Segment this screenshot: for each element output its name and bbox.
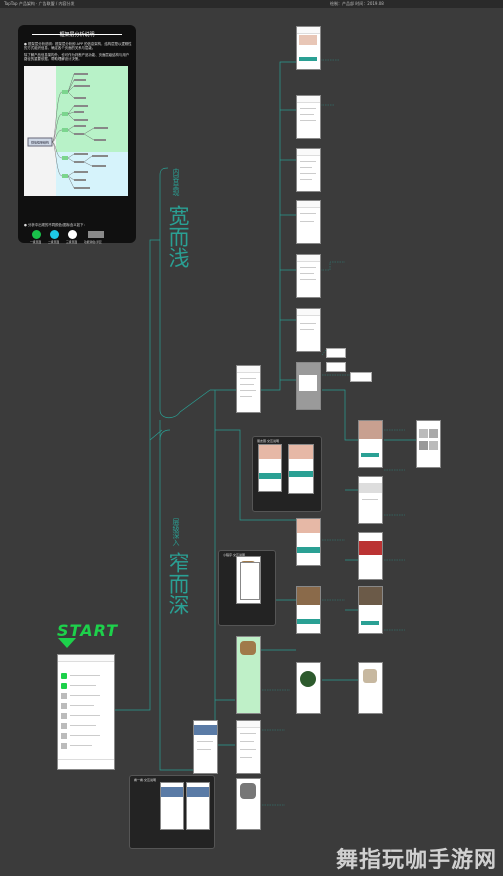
screen-thumbnail <box>236 636 261 714</box>
screen-thumbnail <box>358 662 383 714</box>
legend-label-level1: 一级页面 <box>30 240 42 244</box>
screen-thumbnail <box>288 444 314 494</box>
screen-thumbnail <box>296 95 321 139</box>
screen-thumbnail <box>193 720 218 774</box>
top-bar-right-text: 绘制：产品部 时间：2019.08 <box>330 1 384 6</box>
screen-thumbnail <box>358 532 383 580</box>
mindmap-root: 微信框架结构 <box>31 140 49 145</box>
legend-intro: ● 框架层分析说明：框架层分析即 APP 的信息架构，结构层是以逻辑性的方式组织… <box>24 42 132 51</box>
legend-body: 除了解产品信息架构外，也可作为判断产品功能、页面层级结构与用户路径的重要依据，帮… <box>24 53 130 62</box>
legend-dot-level2 <box>50 230 59 239</box>
screen-thumbnail <box>296 586 321 634</box>
legend-card-title: 框架层分析说明 <box>59 32 95 38</box>
legend-box-popup <box>88 231 104 238</box>
screen-thumbnail <box>358 586 383 634</box>
screen-thumbnail <box>296 362 321 410</box>
chat-list-screen <box>57 654 115 770</box>
screen-thumbnail <box>296 662 321 714</box>
start-label: START <box>57 621 119 640</box>
screen-thumbnail <box>236 720 261 774</box>
screen-thumbnail <box>236 365 261 413</box>
start-arrow <box>58 638 76 648</box>
screen-thumbnail <box>296 254 321 298</box>
title-underline <box>32 34 122 35</box>
top-bar: TapTap 产品架构 · 广告联盟 / 内容分发 绘制：产品部 时间：2019… <box>0 0 503 8</box>
legend-dot-level3 <box>68 230 77 239</box>
panel-topstories-title: 看一看·交互说明 <box>134 778 156 782</box>
watermark-text: 舞指玩咖手游网 <box>336 848 498 873</box>
watermark-background <box>324 836 503 876</box>
legend-dot-level1 <box>32 230 41 239</box>
panel-miniprogram-title: 小程序·交互说明 <box>223 553 245 557</box>
mindmap-image: 微信框架结构 <box>24 66 128 196</box>
screen-thumbnail <box>296 148 321 192</box>
screen-thumbnail <box>296 518 321 566</box>
screen-thumbnail <box>240 562 260 600</box>
screen-thumbnail <box>296 26 321 70</box>
legend-label-popup: 功能弹窗/浮层 <box>84 240 102 244</box>
narrow-deep-label: 窄而深 <box>166 552 190 615</box>
wide-shallow-label: 宽而浅 <box>166 205 190 268</box>
legend-heading: ● 分析中出现的不同颜色/图标含义如下： <box>24 223 87 227</box>
screen-thumbnail <box>160 782 184 830</box>
top-bar-left-text: TapTap 产品架构 · 广告联盟 / 内容分发 <box>4 1 75 6</box>
screen-thumbnail <box>296 308 321 352</box>
panel-moments-title: 朋友圈·交互说明 <box>257 439 279 443</box>
note-box <box>350 372 372 382</box>
legend-label-level3: 三级页面 <box>66 240 78 244</box>
screen-thumbnail <box>236 778 261 830</box>
wide-shallow-small-label: 内容呈现 <box>172 168 180 196</box>
screen-thumbnail <box>258 444 282 492</box>
note-box <box>326 348 346 358</box>
screen-thumbnail <box>296 200 321 244</box>
screen-thumbnail <box>358 476 383 524</box>
legend-label-level2: 二级页面 <box>48 240 60 244</box>
note-box <box>326 362 346 372</box>
screen-thumbnail <box>186 782 210 830</box>
narrow-deep-small-label: 层级深入 <box>172 518 180 546</box>
screen-thumbnail <box>358 420 383 468</box>
screen-thumbnail <box>416 420 441 468</box>
